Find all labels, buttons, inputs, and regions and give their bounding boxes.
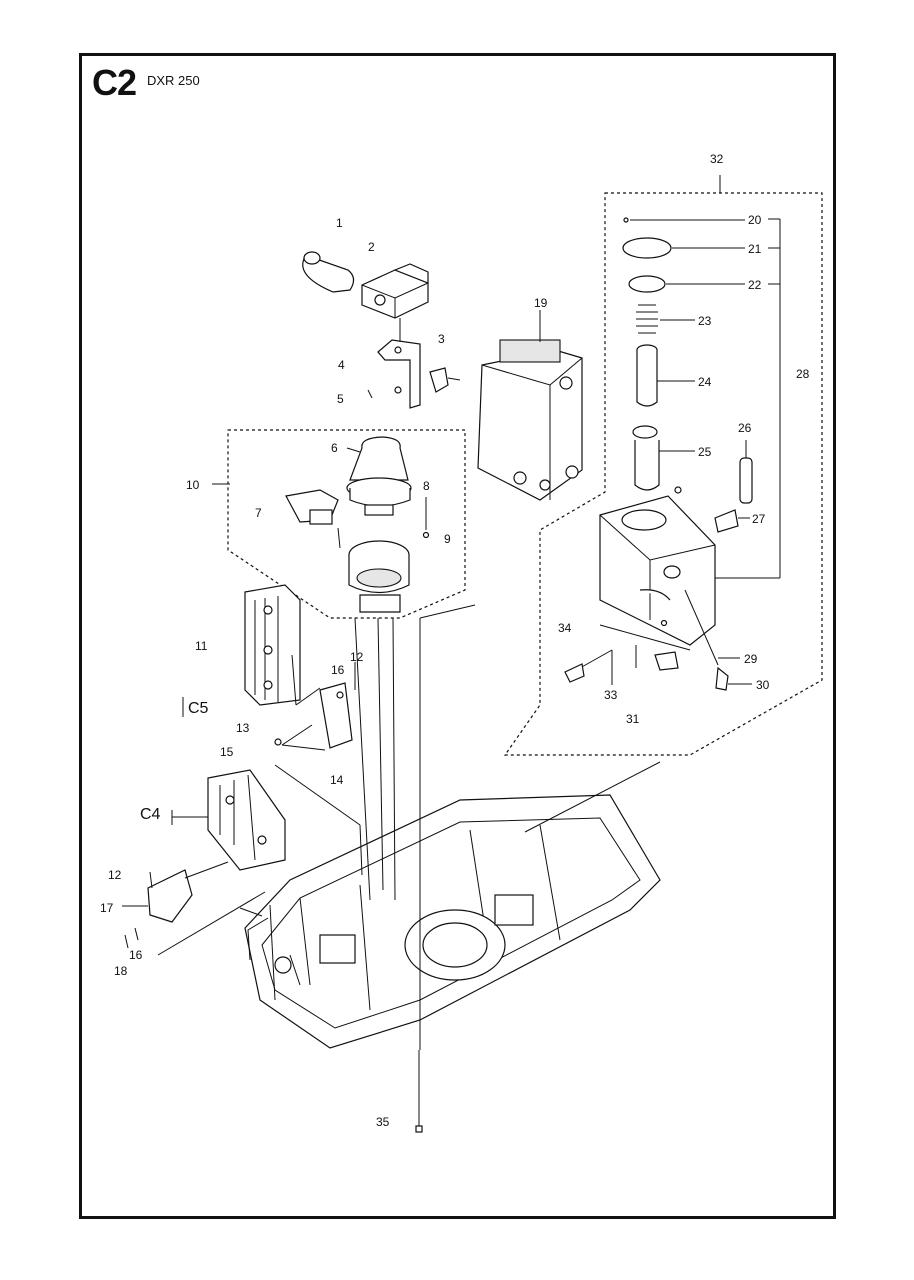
group-10-dashed-box bbox=[227, 429, 466, 619]
callout-1: 1 bbox=[336, 216, 343, 230]
callout-32: 32 bbox=[710, 152, 724, 166]
reference-c5: C5 bbox=[188, 700, 209, 717]
callout-25: 25 bbox=[698, 445, 712, 459]
part-7-bracket bbox=[285, 489, 341, 549]
callout-24: 24 bbox=[698, 375, 712, 389]
part-6-swivel-joint bbox=[346, 436, 412, 613]
leader-lines bbox=[122, 175, 781, 1050]
callout-34: 34 bbox=[558, 621, 572, 635]
reference-c4: C4 bbox=[140, 806, 161, 823]
callout-labels: 1 2 3 4 5 6 7 8 9 10 11 12 12 13 14 15 1… bbox=[100, 152, 810, 1129]
part-29-30-33-34-sensors bbox=[564, 589, 729, 691]
callout-12-upper: 12 bbox=[350, 650, 364, 664]
part-14-mounting-plate bbox=[274, 662, 356, 751]
callout-33: 33 bbox=[604, 688, 618, 702]
model-name: DXR 250 bbox=[147, 73, 200, 88]
part-31-reservoir bbox=[599, 495, 716, 646]
callout-28: 28 bbox=[796, 367, 810, 381]
callout-31: 31 bbox=[626, 712, 640, 726]
part-11-valve-block bbox=[244, 584, 301, 706]
callout-8: 8 bbox=[423, 479, 430, 493]
callout-16-lower: 16 bbox=[129, 948, 143, 962]
callout-6: 6 bbox=[331, 441, 338, 455]
callout-20: 20 bbox=[748, 213, 762, 227]
callout-35: 35 bbox=[376, 1115, 390, 1129]
callout-22: 22 bbox=[748, 278, 762, 292]
part-1-joystick-grip bbox=[302, 251, 355, 293]
page-frame bbox=[79, 53, 836, 1219]
part-8-9-bolts bbox=[422, 497, 430, 539]
callout-21: 21 bbox=[748, 242, 762, 256]
callout-13: 13 bbox=[236, 721, 250, 735]
callout-2: 2 bbox=[368, 240, 375, 254]
callout-11: 11 bbox=[195, 639, 208, 653]
part-2-control-valve bbox=[361, 263, 429, 319]
callout-4: 4 bbox=[338, 358, 345, 372]
part-35-bolt bbox=[415, 1050, 423, 1133]
part-17-bracket bbox=[124, 869, 193, 949]
callout-29: 29 bbox=[744, 652, 758, 666]
group-32-dashed-box bbox=[503, 192, 823, 756]
callout-27: 27 bbox=[752, 512, 766, 526]
callout-10: 10 bbox=[186, 478, 200, 492]
part-15-valve-block bbox=[207, 769, 286, 871]
part-19-tank bbox=[477, 339, 583, 501]
callout-18: 18 bbox=[114, 964, 128, 978]
callout-9: 9 bbox=[444, 532, 451, 546]
base-frame bbox=[244, 794, 661, 1049]
callout-15: 15 bbox=[220, 745, 234, 759]
callout-16-upper: 16 bbox=[331, 663, 345, 677]
part-20-25-filter-assembly bbox=[622, 217, 672, 491]
callout-5: 5 bbox=[337, 392, 344, 406]
callout-17: 17 bbox=[100, 901, 114, 915]
callout-12-lower: 12 bbox=[108, 868, 122, 882]
callout-3: 3 bbox=[438, 332, 445, 346]
callout-19: 19 bbox=[534, 296, 548, 310]
callout-26: 26 bbox=[738, 421, 752, 435]
callout-23: 23 bbox=[698, 314, 712, 328]
page-title: C2 bbox=[92, 62, 137, 103]
callout-14: 14 bbox=[330, 773, 344, 787]
callout-7: 7 bbox=[255, 506, 262, 520]
callout-30: 30 bbox=[756, 678, 770, 692]
part-3-4-bracket bbox=[367, 318, 461, 409]
part-26-27-fittings bbox=[674, 457, 753, 533]
